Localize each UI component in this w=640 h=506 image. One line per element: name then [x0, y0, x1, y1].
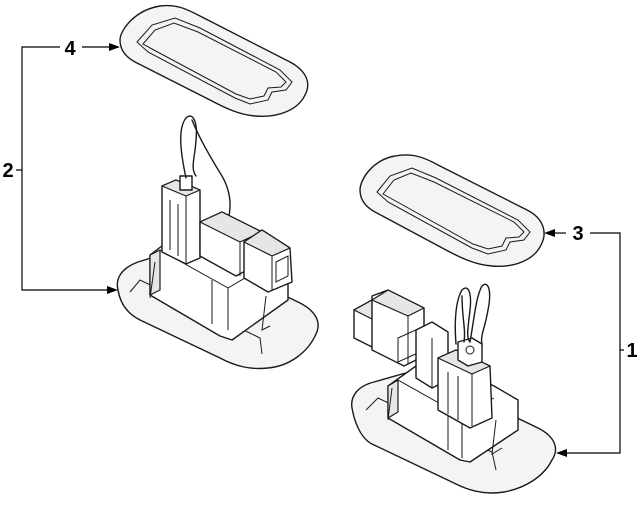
callout-3: 3 [544, 223, 584, 245]
lamp-assembly-right [351, 283, 557, 494]
callout-2-label: 2 [2, 160, 13, 182]
callout-3-label: 3 [572, 223, 583, 245]
callout-1-label: 1 [626, 340, 637, 362]
callout-2: 2 [2, 46, 118, 294]
lamp-assembly-left [116, 115, 319, 370]
callout-1: 1 [556, 232, 638, 457]
callout-4: 4 [64, 38, 120, 60]
callout-4-label: 4 [64, 38, 76, 60]
gasket-lower [359, 154, 545, 267]
gasket-upper [119, 4, 309, 117]
